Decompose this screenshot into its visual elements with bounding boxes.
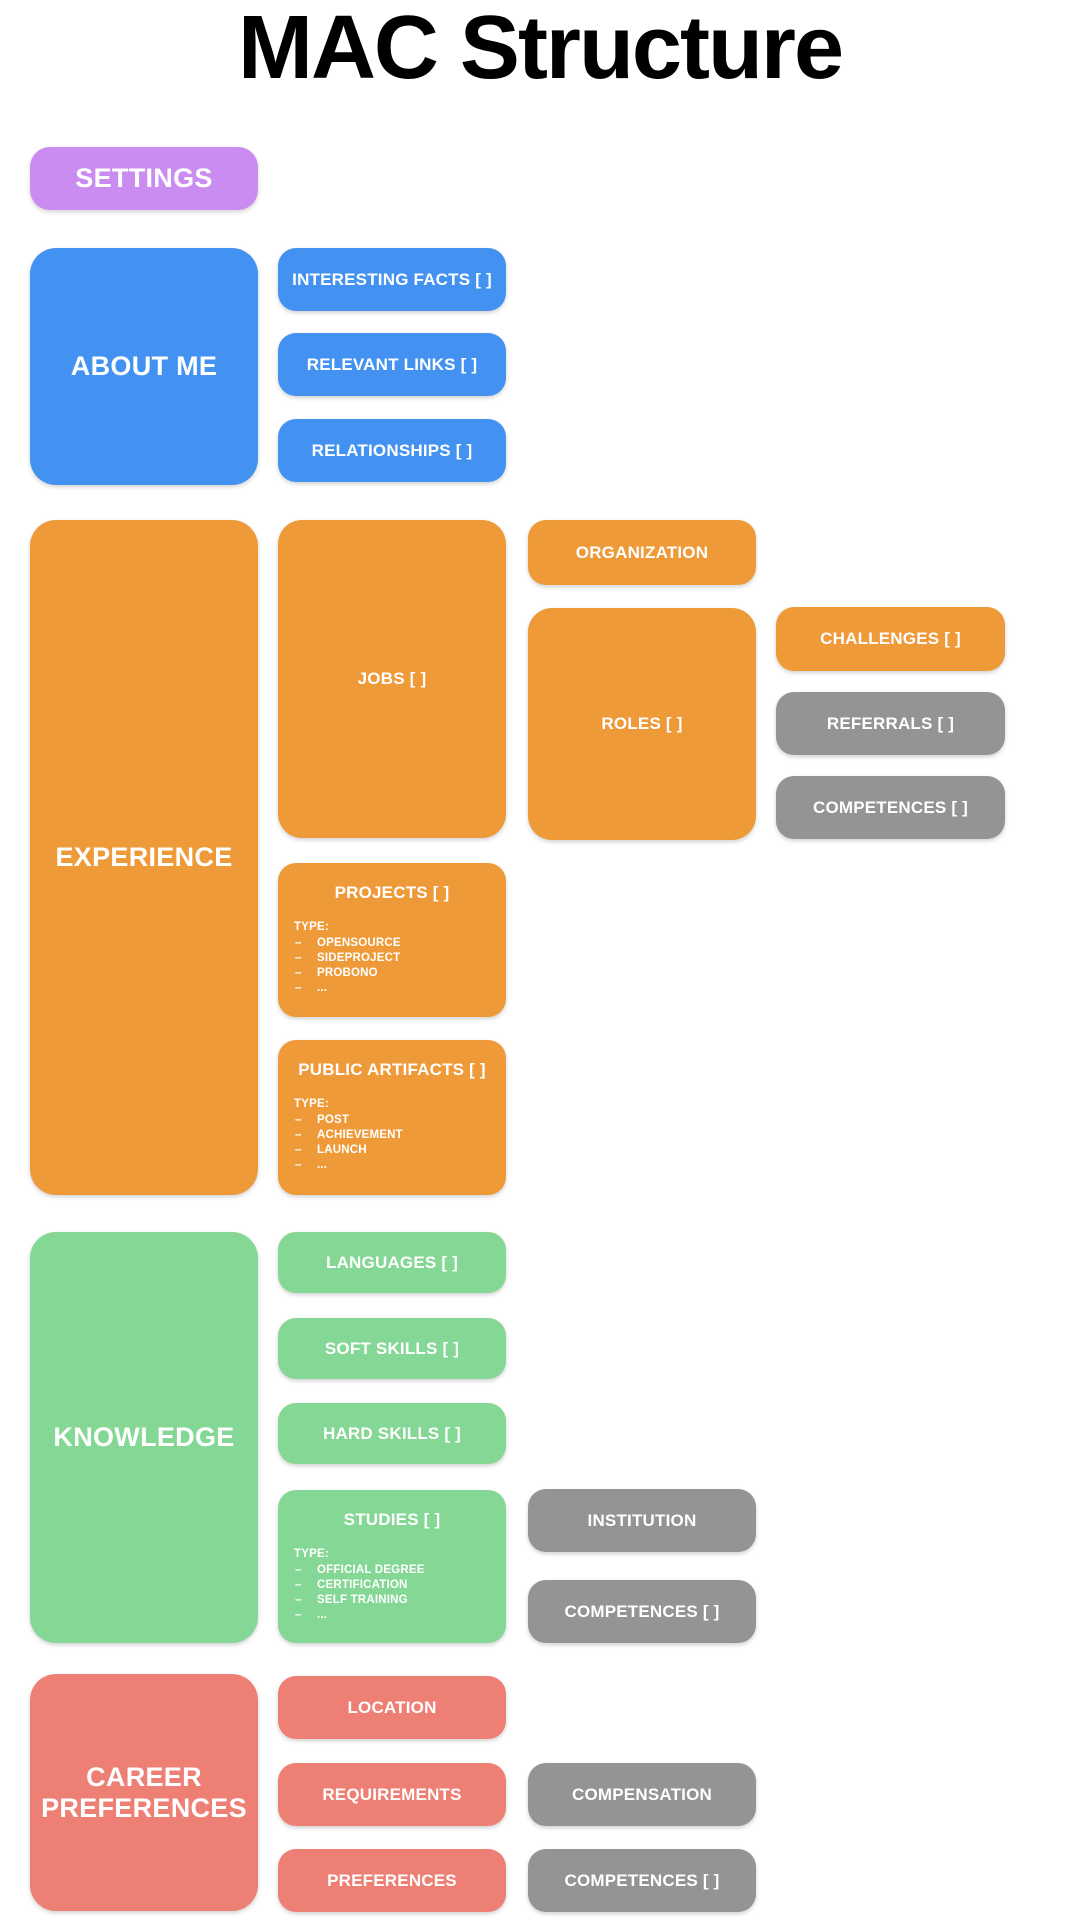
node-knowledge-label: KNOWLEDGE (53, 1422, 235, 1452)
node-career-competences-label: COMPETENCES [ ] (564, 1870, 720, 1890)
type-list-item: SIDEPROJECT (294, 951, 490, 965)
page-title: MAC Structure (237, 0, 844, 98)
node-languages: LANGUAGES [ ] (278, 1232, 506, 1293)
type-list-item: SELF TRAINING (294, 1593, 490, 1607)
type-list-item: OFFICIAL DEGREE (294, 1563, 490, 1577)
node-compensation-label: COMPENSATION (572, 1784, 712, 1804)
node-preferences-label: PREFERENCES (327, 1870, 457, 1890)
node-location-label: LOCATION (347, 1697, 437, 1717)
node-interesting-facts: INTERESTING FACTS [ ] (278, 248, 506, 311)
node-relevant-links: RELEVANT LINKS [ ] (278, 333, 506, 396)
node-about-me-label: ABOUT ME (70, 351, 218, 381)
type-list-item: LAUNCH (294, 1143, 490, 1157)
node-experience: EXPERIENCE (30, 520, 258, 1195)
node-jobs: JOBS [ ] (278, 520, 506, 838)
type-list-item: ... (294, 1158, 490, 1172)
node-settings-label: SETTINGS (75, 163, 213, 193)
node-organization: ORGANIZATION (528, 520, 756, 585)
node-roles-competences: COMPETENCES [ ] (776, 776, 1005, 839)
node-jobs-label: JOBS [ ] (357, 669, 427, 688)
node-compensation: COMPENSATION (528, 1763, 756, 1826)
type-heading: TYPE: (294, 921, 329, 933)
node-hard-skills-label: HARD SKILLS [ ] (322, 1423, 462, 1443)
node-career-preferences: CAREER PREFERENCES (30, 1674, 258, 1911)
node-studies-competences: COMPETENCES [ ] (528, 1580, 756, 1643)
node-roles-label: ROLES [ ] (601, 714, 683, 733)
node-career-competences: COMPETENCES [ ] (528, 1849, 756, 1912)
node-challenges: CHALLENGES [ ] (776, 607, 1005, 671)
node-knowledge: KNOWLEDGE (30, 1232, 258, 1643)
type-list-item: ... (294, 981, 490, 995)
type-list-item: ... (294, 1608, 490, 1622)
node-hard-skills: HARD SKILLS [ ] (278, 1403, 506, 1464)
node-about-me: ABOUT ME (30, 248, 258, 485)
node-relationships-label: RELATIONSHIPS [ ] (311, 440, 473, 460)
type-list-item: PROBONO (294, 966, 490, 980)
node-challenges-label: CHALLENGES [ ] (820, 629, 961, 648)
node-location: LOCATION (278, 1676, 506, 1739)
node-public-artifacts-label: PUBLIC ARTIFACTS [ ] (298, 1060, 486, 1079)
node-institution-label: INSTITUTION (587, 1510, 697, 1530)
node-studies: STUDIES [ ] TYPE: OFFICIAL DEGREE CERTIF… (278, 1490, 506, 1643)
node-institution: INSTITUTION (528, 1489, 756, 1552)
node-studies-label: STUDIES [ ] (343, 1510, 441, 1529)
node-soft-skills-label: SOFT SKILLS [ ] (324, 1338, 460, 1358)
projects-type-list: TYPE: OPENSOURCE SIDEPROJECT PROBONO ... (294, 920, 490, 995)
node-relevant-links-label: RELEVANT LINKS [ ] (306, 354, 478, 374)
node-referrals: REFERRALS [ ] (776, 692, 1005, 755)
type-list-item: POST (294, 1113, 490, 1127)
node-requirements-label: REQUIREMENTS (322, 1784, 462, 1804)
node-settings: SETTINGS (30, 147, 258, 210)
studies-type-list: TYPE: OFFICIAL DEGREE CERTIFICATION SELF… (294, 1547, 490, 1622)
node-languages-label: LANGUAGES [ ] (326, 1252, 458, 1272)
node-soft-skills: SOFT SKILLS [ ] (278, 1318, 506, 1379)
public-artifacts-type-list: TYPE: POST ACHIEVEMENT LAUNCH ... (294, 1097, 490, 1172)
node-studies-competences-label: COMPETENCES [ ] (564, 1601, 720, 1621)
node-preferences: PREFERENCES (278, 1849, 506, 1912)
node-relationships: RELATIONSHIPS [ ] (278, 419, 506, 482)
node-requirements: REQUIREMENTS (278, 1763, 506, 1826)
type-list-item: CERTIFICATION (294, 1578, 490, 1592)
node-career-preferences-label: CAREER PREFERENCES (41, 1761, 247, 1823)
node-interesting-facts-label: INTERESTING FACTS [ ] (292, 269, 492, 289)
type-heading: TYPE: (294, 1098, 329, 1110)
node-roles-competences-label: COMPETENCES [ ] (812, 797, 969, 817)
node-projects: PROJECTS [ ] TYPE: OPENSOURCE SIDEPROJEC… (278, 863, 506, 1017)
node-projects-label: PROJECTS [ ] (334, 883, 450, 902)
node-referrals-label: REFERRALS [ ] (826, 713, 955, 733)
type-heading: TYPE: (294, 1548, 329, 1560)
node-public-artifacts: PUBLIC ARTIFACTS [ ] TYPE: POST ACHIEVEM… (278, 1040, 506, 1195)
node-organization-label: ORGANIZATION (575, 542, 709, 562)
type-list-item: ACHIEVEMENT (294, 1128, 490, 1142)
type-list-item: OPENSOURCE (294, 936, 490, 950)
node-roles: ROLES [ ] (528, 608, 756, 840)
node-experience-label: EXPERIENCE (55, 842, 233, 872)
